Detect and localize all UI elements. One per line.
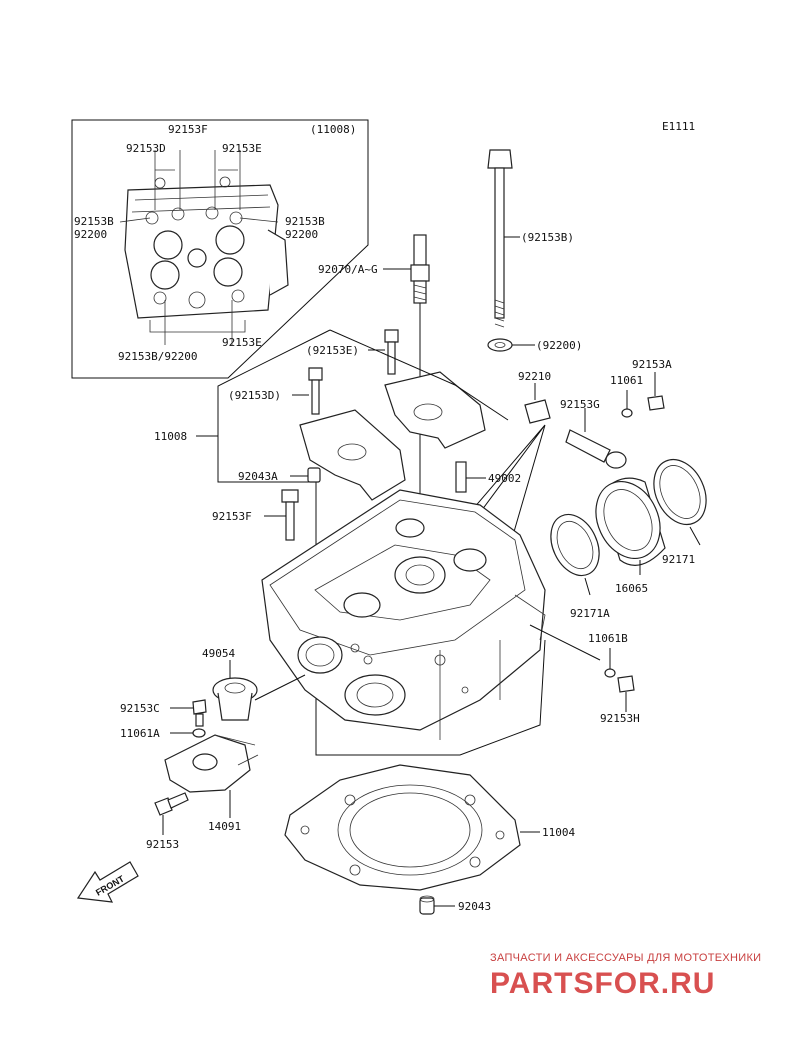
bolt-92153D: (92153D)	[228, 367, 323, 415]
inset-label-92153B-right: 92153B	[285, 215, 325, 228]
label-92171A: 92171A	[570, 607, 610, 620]
inset-head-top-view	[119, 150, 289, 345]
inset-label-92200-right: 92200	[285, 228, 318, 241]
bolt-92153C: 92153C	[120, 699, 207, 727]
front-arrow-icon: FRONT	[76, 861, 139, 903]
label-92043A: 92043A	[238, 470, 278, 483]
label-92153C: 92153C	[120, 702, 160, 715]
inset-label-92153B-92200: 92153B/92200	[118, 350, 197, 363]
part-49002: 49002	[455, 461, 521, 493]
long-bolt-92153B: (92153B)	[487, 149, 574, 328]
thermostat-housing-14091: 14091	[164, 734, 259, 833]
washer-11061: 11061	[610, 374, 643, 418]
inset-view: 92153F (11008) 92153D 92153E 92153B 9220…	[71, 119, 369, 379]
bracket-11008: 11008	[154, 329, 546, 756]
inset-label-92200-left: 92200	[74, 228, 107, 241]
inset-label-92153E-top: 92153E	[222, 142, 262, 155]
label-92043: 92043	[458, 900, 491, 913]
label-49054: 49054	[202, 647, 235, 660]
inset-assy-label: (11008)	[310, 123, 356, 136]
bolt-92153A: 92153A	[632, 358, 672, 411]
label-11061: 11061	[610, 374, 643, 387]
bolt-92153E: (92153E)	[306, 329, 399, 375]
label-92153B-paren: (92153B)	[521, 231, 574, 244]
label-92153E-paren: (92153E)	[306, 344, 359, 357]
label-14091: 14091	[208, 820, 241, 833]
watermark-brand: PARTSFOR.RU	[490, 967, 715, 1000]
dowel-92043: 92043	[419, 895, 491, 915]
label-92070: 92070/A~G	[318, 263, 378, 276]
spark-plug-92070: 92070/A~G	[318, 234, 430, 520]
label-92171: 92171	[662, 553, 695, 566]
bolt-92153: 92153	[146, 792, 189, 851]
label-92153A: 92153A	[632, 358, 672, 371]
label-92153G: 92153G	[560, 398, 600, 411]
dowel-92043A: 92043A	[238, 467, 321, 483]
camshaft-caps	[299, 371, 486, 501]
inset-label-92153D: 92153D	[126, 142, 166, 155]
nut-92210: 92210	[518, 370, 551, 424]
inset-label-92153E-bottom: 92153E	[222, 336, 262, 349]
watermark-tagline: ЗАПЧАСТИ И АКСЕССУАРЫ ДЛЯ МОТОТЕХНИКИ	[490, 952, 761, 964]
label-92210: 92210	[518, 370, 551, 383]
label-92200-paren: (92200)	[536, 339, 582, 352]
cylinder-head-11008	[261, 489, 601, 740]
bolt-92153H: 92153H	[600, 675, 640, 725]
label-16065: 16065	[615, 582, 648, 595]
label-11061B: 11061B	[588, 632, 628, 645]
label-11061A: 11061A	[120, 727, 160, 740]
washer-11061A: 11061A	[120, 727, 206, 740]
thermostat-49054: 49054	[202, 647, 306, 721]
label-49002: 49002	[488, 472, 521, 485]
washer-92200: (92200)	[487, 338, 582, 352]
label-11008: 11008	[154, 430, 187, 443]
inset-label-92153B-left: 92153B	[74, 215, 114, 228]
diagram-code: E1111	[662, 120, 695, 133]
bolt-92153F: 92153F	[212, 489, 299, 541]
intake-holder-assembly: 92171 16065 92171A	[550, 458, 707, 620]
label-92153: 92153	[146, 838, 179, 851]
inset-label-92153F: 92153F	[168, 123, 208, 136]
watermark: ЗАПЧАСТИ И АКСЕССУАРЫ ДЛЯ МОТОТЕХНИКИ PA…	[490, 952, 761, 1000]
washer-11061B: 11061B	[588, 632, 628, 678]
head-gasket-11004: 11004	[284, 764, 575, 891]
label-92153D-paren: (92153D)	[228, 389, 281, 402]
label-11004: 11004	[542, 826, 575, 839]
label-92153H: 92153H	[600, 712, 640, 725]
label-92153F: 92153F	[212, 510, 252, 523]
